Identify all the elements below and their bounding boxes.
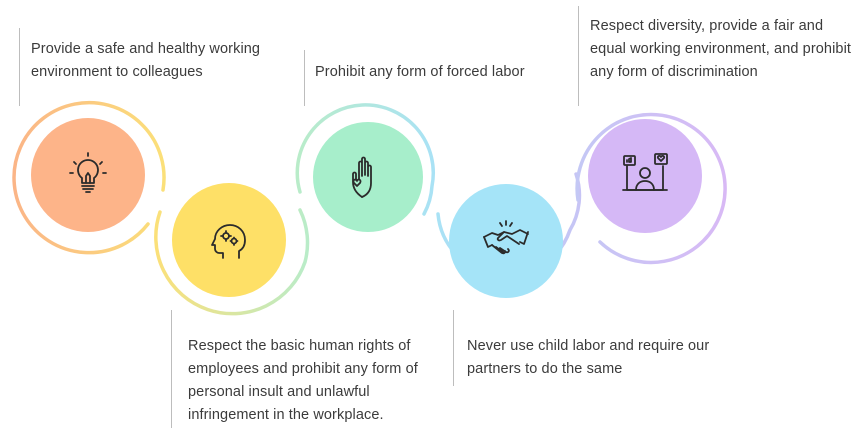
person-screen-feedback-icon (617, 148, 673, 204)
connector-line-5 (578, 6, 579, 106)
ring-3 (295, 103, 436, 216)
circle-2 (172, 183, 286, 297)
circle-4 (449, 184, 563, 298)
item-1-text: Provide a safe and healthy working envir… (31, 41, 261, 80)
item-3-text: Prohibit any form of forced labor (315, 64, 525, 80)
item-2-text: Respect the basic human rights of employ… (188, 338, 418, 423)
ring-1 (12, 100, 166, 255)
circle-5 (588, 119, 702, 233)
connector-line-1 (19, 28, 20, 106)
ring-2 (154, 208, 310, 316)
raised-hand-heart-icon (340, 149, 396, 205)
item-4-text: Never use child labor and require our pa… (467, 338, 710, 377)
lightbulb-icon (60, 147, 116, 203)
head-gears-icon (201, 212, 257, 268)
item-5-text: Respect diversity, provide a fair and eq… (590, 18, 852, 80)
connector-line-2 (171, 310, 172, 428)
handshake-icon (478, 213, 534, 269)
connector-line-4 (453, 310, 454, 386)
connector-line-3 (304, 50, 305, 106)
ring-5 (575, 112, 727, 265)
circle-1 (31, 118, 145, 232)
circle-3 (313, 122, 423, 232)
